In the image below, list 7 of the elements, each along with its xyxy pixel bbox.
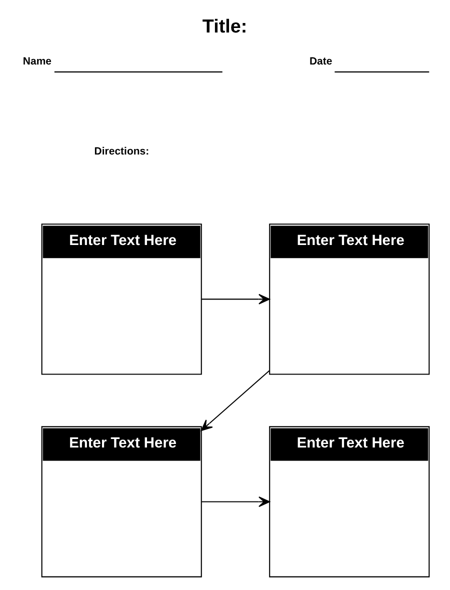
arrow [200, 370, 270, 430]
arrow [202, 496, 270, 506]
label: Directions: [94, 146, 150, 157]
label: Name [22, 56, 52, 68]
label: Date [309, 56, 332, 68]
diagram-title: Title: [202, 16, 248, 37]
arrow [202, 293, 270, 304]
